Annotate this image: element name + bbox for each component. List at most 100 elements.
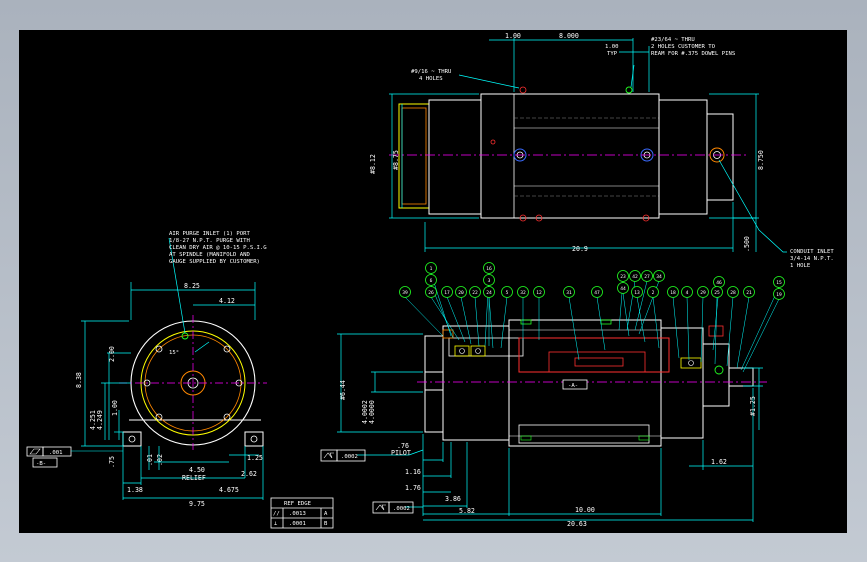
balloon-label: 5 (506, 290, 509, 296)
balloon-circle (425, 274, 437, 286)
dim-side-2063: 20.63 (567, 520, 587, 528)
balloon-label: 34 (656, 274, 662, 280)
purge-note-1: AIR PURGE INLET (1) PORT (169, 231, 250, 237)
balloon-leader (404, 296, 444, 337)
side-rear-cap (702, 343, 730, 407)
balloon-leader (568, 296, 580, 361)
balloon-label: 4 (686, 290, 689, 296)
dim-end-100: 1.00 (111, 400, 119, 416)
balloon-circle (727, 286, 739, 298)
top-nose (428, 99, 482, 215)
side-base-pad (518, 424, 650, 444)
balloon-label: 17 (444, 290, 450, 296)
dim-end-975: 9.75 (189, 500, 205, 508)
balloon-circle (711, 286, 723, 298)
dim-end-200: 2.00 (108, 346, 116, 362)
dim-side-582: 5.82 (459, 507, 475, 515)
bearing-housing (448, 337, 524, 357)
balloon-label: 42 (632, 274, 638, 280)
dim-top-typ: TYP (607, 51, 618, 57)
balloon-circle (483, 274, 495, 286)
hole-note-3: REAM FOR #.375 DOWEL PINS (651, 51, 735, 57)
tol-row1-ref: A (324, 511, 328, 517)
balloon-leader (430, 296, 460, 341)
balloon-circle (483, 286, 495, 298)
front-seal (442, 329, 454, 339)
end-foot-right (244, 431, 264, 447)
balloon-label: 25 (714, 290, 720, 296)
balloon-circle (629, 270, 641, 282)
tol-row1-value: .0013 (289, 511, 306, 517)
balloon-circle (591, 286, 603, 298)
side-shaft-end (728, 367, 754, 387)
balloon-label: 16 (486, 266, 492, 272)
dim-top-8000: 8.000 (559, 32, 579, 40)
balloon-circle (681, 286, 693, 298)
slot-1 (520, 319, 532, 325)
top-housing (480, 93, 660, 219)
dim-end-075: .75 (108, 456, 116, 468)
balloon-label: 23 (620, 274, 626, 280)
mount-hole-1 (519, 86, 527, 94)
balloon-circle (399, 286, 411, 298)
runout-icon-1 (323, 452, 334, 459)
balloon-label: 24 (486, 290, 492, 296)
dim-end-001: .01 (146, 454, 154, 466)
balloon-leader (726, 296, 734, 367)
flatness-callout (26, 446, 123, 468)
side-view: -A- (320, 262, 785, 528)
balloon-leader (736, 296, 750, 369)
balloon-label: 31 (566, 290, 572, 296)
balloon-circle (773, 276, 785, 288)
balloon-circle (667, 286, 679, 298)
balloon-label: 13 (634, 290, 640, 296)
balloon-leader (652, 296, 660, 349)
dim-end-4251: 4.251 (89, 410, 97, 430)
hole-note-2: 2 HOLES CUSTOMER TO (651, 44, 716, 50)
dim-top-height: 8.750 (757, 150, 765, 170)
dim-side-tol2: 4.0000 (368, 400, 376, 424)
dim-end-4675: 4.675 (219, 486, 239, 494)
conduit-note-3: 1 HOLE (790, 263, 811, 269)
side-dimensions (337, 333, 763, 522)
top-flange-face (398, 103, 430, 209)
cad-drawing-canvas: 1.00 8.000 1.00 TYP #23/64 ~ THRU 2 HOLE… (19, 30, 847, 533)
balloon-label: 12 (536, 290, 542, 296)
motor-rotor (518, 337, 670, 373)
front-bearing-1 (454, 345, 470, 357)
top-flange-inner (401, 107, 427, 205)
balloon-leader (446, 296, 466, 343)
flatness-icon (29, 448, 41, 455)
balloon-circle (425, 286, 437, 298)
balloon-label: 28 (730, 290, 736, 296)
dim-side-1000: 10.00 (575, 506, 595, 514)
motor-core (574, 357, 624, 367)
balloon-label: 47 (594, 290, 600, 296)
tol-row2-value: .0001 (289, 521, 306, 527)
top-rear-cap (658, 99, 708, 215)
hole-note-1: #23/64 ~ THRU (651, 37, 695, 43)
datum-a: -A- (568, 383, 578, 389)
balloon-circle (773, 288, 785, 300)
balloon-circle (501, 286, 513, 298)
small-hole-1 (490, 139, 496, 145)
side-rear-housing (660, 327, 704, 439)
balloon-label: 20 (458, 290, 464, 296)
balloon-label: 22 (472, 290, 478, 296)
dim-end-002: .02 (156, 454, 164, 466)
balloon-circle (647, 286, 659, 298)
balloon-circle (743, 286, 755, 298)
balloon-label: 26 (428, 290, 434, 296)
balloon-leader (714, 296, 718, 365)
dim-side-dia-right: #1.25 (749, 396, 757, 416)
rear-bearing (680, 357, 702, 369)
balloon-label: 44 (620, 286, 626, 292)
balloon-label: 19 (776, 292, 782, 298)
balloon-leader (740, 286, 780, 371)
dim-side-386: 3.86 (445, 495, 461, 503)
mount-hole-3 (535, 214, 543, 222)
dim-end-825: 8.25 (184, 282, 200, 290)
balloon-circle (653, 270, 665, 282)
dim-side-tol1: 4.0002 (361, 400, 369, 424)
tol-header: REF EDGE (284, 501, 312, 507)
